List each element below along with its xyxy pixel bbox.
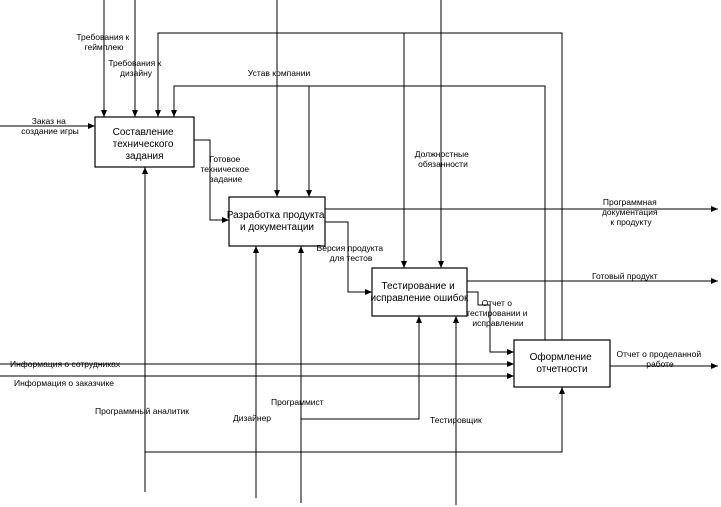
label-charter: Устав компании xyxy=(248,68,311,78)
label-info-employees: Информация о сотрудниках xyxy=(10,359,121,369)
process-box-reporting: Оформление отчетности xyxy=(513,339,611,388)
label-ready-product: Готовый продукт xyxy=(592,271,658,281)
output-arrow-tech-spec xyxy=(194,139,229,223)
label-programmer: Программист xyxy=(271,397,324,407)
box-label-reporting: Оформление отчетности xyxy=(530,351,595,375)
label-test-version: Версия продукта для тестов xyxy=(317,243,386,263)
process-box-development: Разработка продукта и документации xyxy=(227,196,328,247)
feedback-arrow-top-loop xyxy=(155,32,563,340)
label-tester: Тестировщик xyxy=(430,415,482,425)
label-design-requirements: Требования к дизайну xyxy=(108,58,163,78)
label-duties: Должностные обязанности xyxy=(415,149,472,169)
label-test-report: Отчет о тестировании и исправлении xyxy=(466,298,530,328)
process-box-testing: Тестирование и исправление ошибок xyxy=(371,267,470,317)
label-program-docs: Программная документация к продукту xyxy=(602,197,660,227)
box-label-tech-spec: Составление технического задания xyxy=(113,127,177,162)
box-label-testing: Тестирование и исправление ошибок xyxy=(371,281,470,304)
label-order: Заказ на создание игры xyxy=(21,116,79,136)
box-label-development: Разработка продукта и документации xyxy=(227,209,328,233)
label-info-customer: Информация о заказчике xyxy=(14,378,114,388)
output-arrow-test-version xyxy=(325,221,372,295)
output-arrow-test-report xyxy=(467,291,514,355)
label-game-requirements: Требования к геймплею xyxy=(76,32,131,52)
arrow-labels: Требования к геймплею Требования к дизай… xyxy=(10,32,704,425)
process-box-tech-spec: Составление технического задания xyxy=(94,116,195,168)
mechanism-arrow-analyst-box4 xyxy=(145,387,565,453)
label-analyst: Программный аналитик xyxy=(95,406,189,416)
label-work-report: Отчет о проделанной работе xyxy=(617,349,704,369)
mechanism-branch-programmer-box3 xyxy=(301,316,422,420)
label-tech-spec: Готовое техническое задание xyxy=(200,154,251,184)
label-designer: Дизайнер xyxy=(233,413,271,423)
feedback-arrow-middle-loop xyxy=(171,85,546,340)
